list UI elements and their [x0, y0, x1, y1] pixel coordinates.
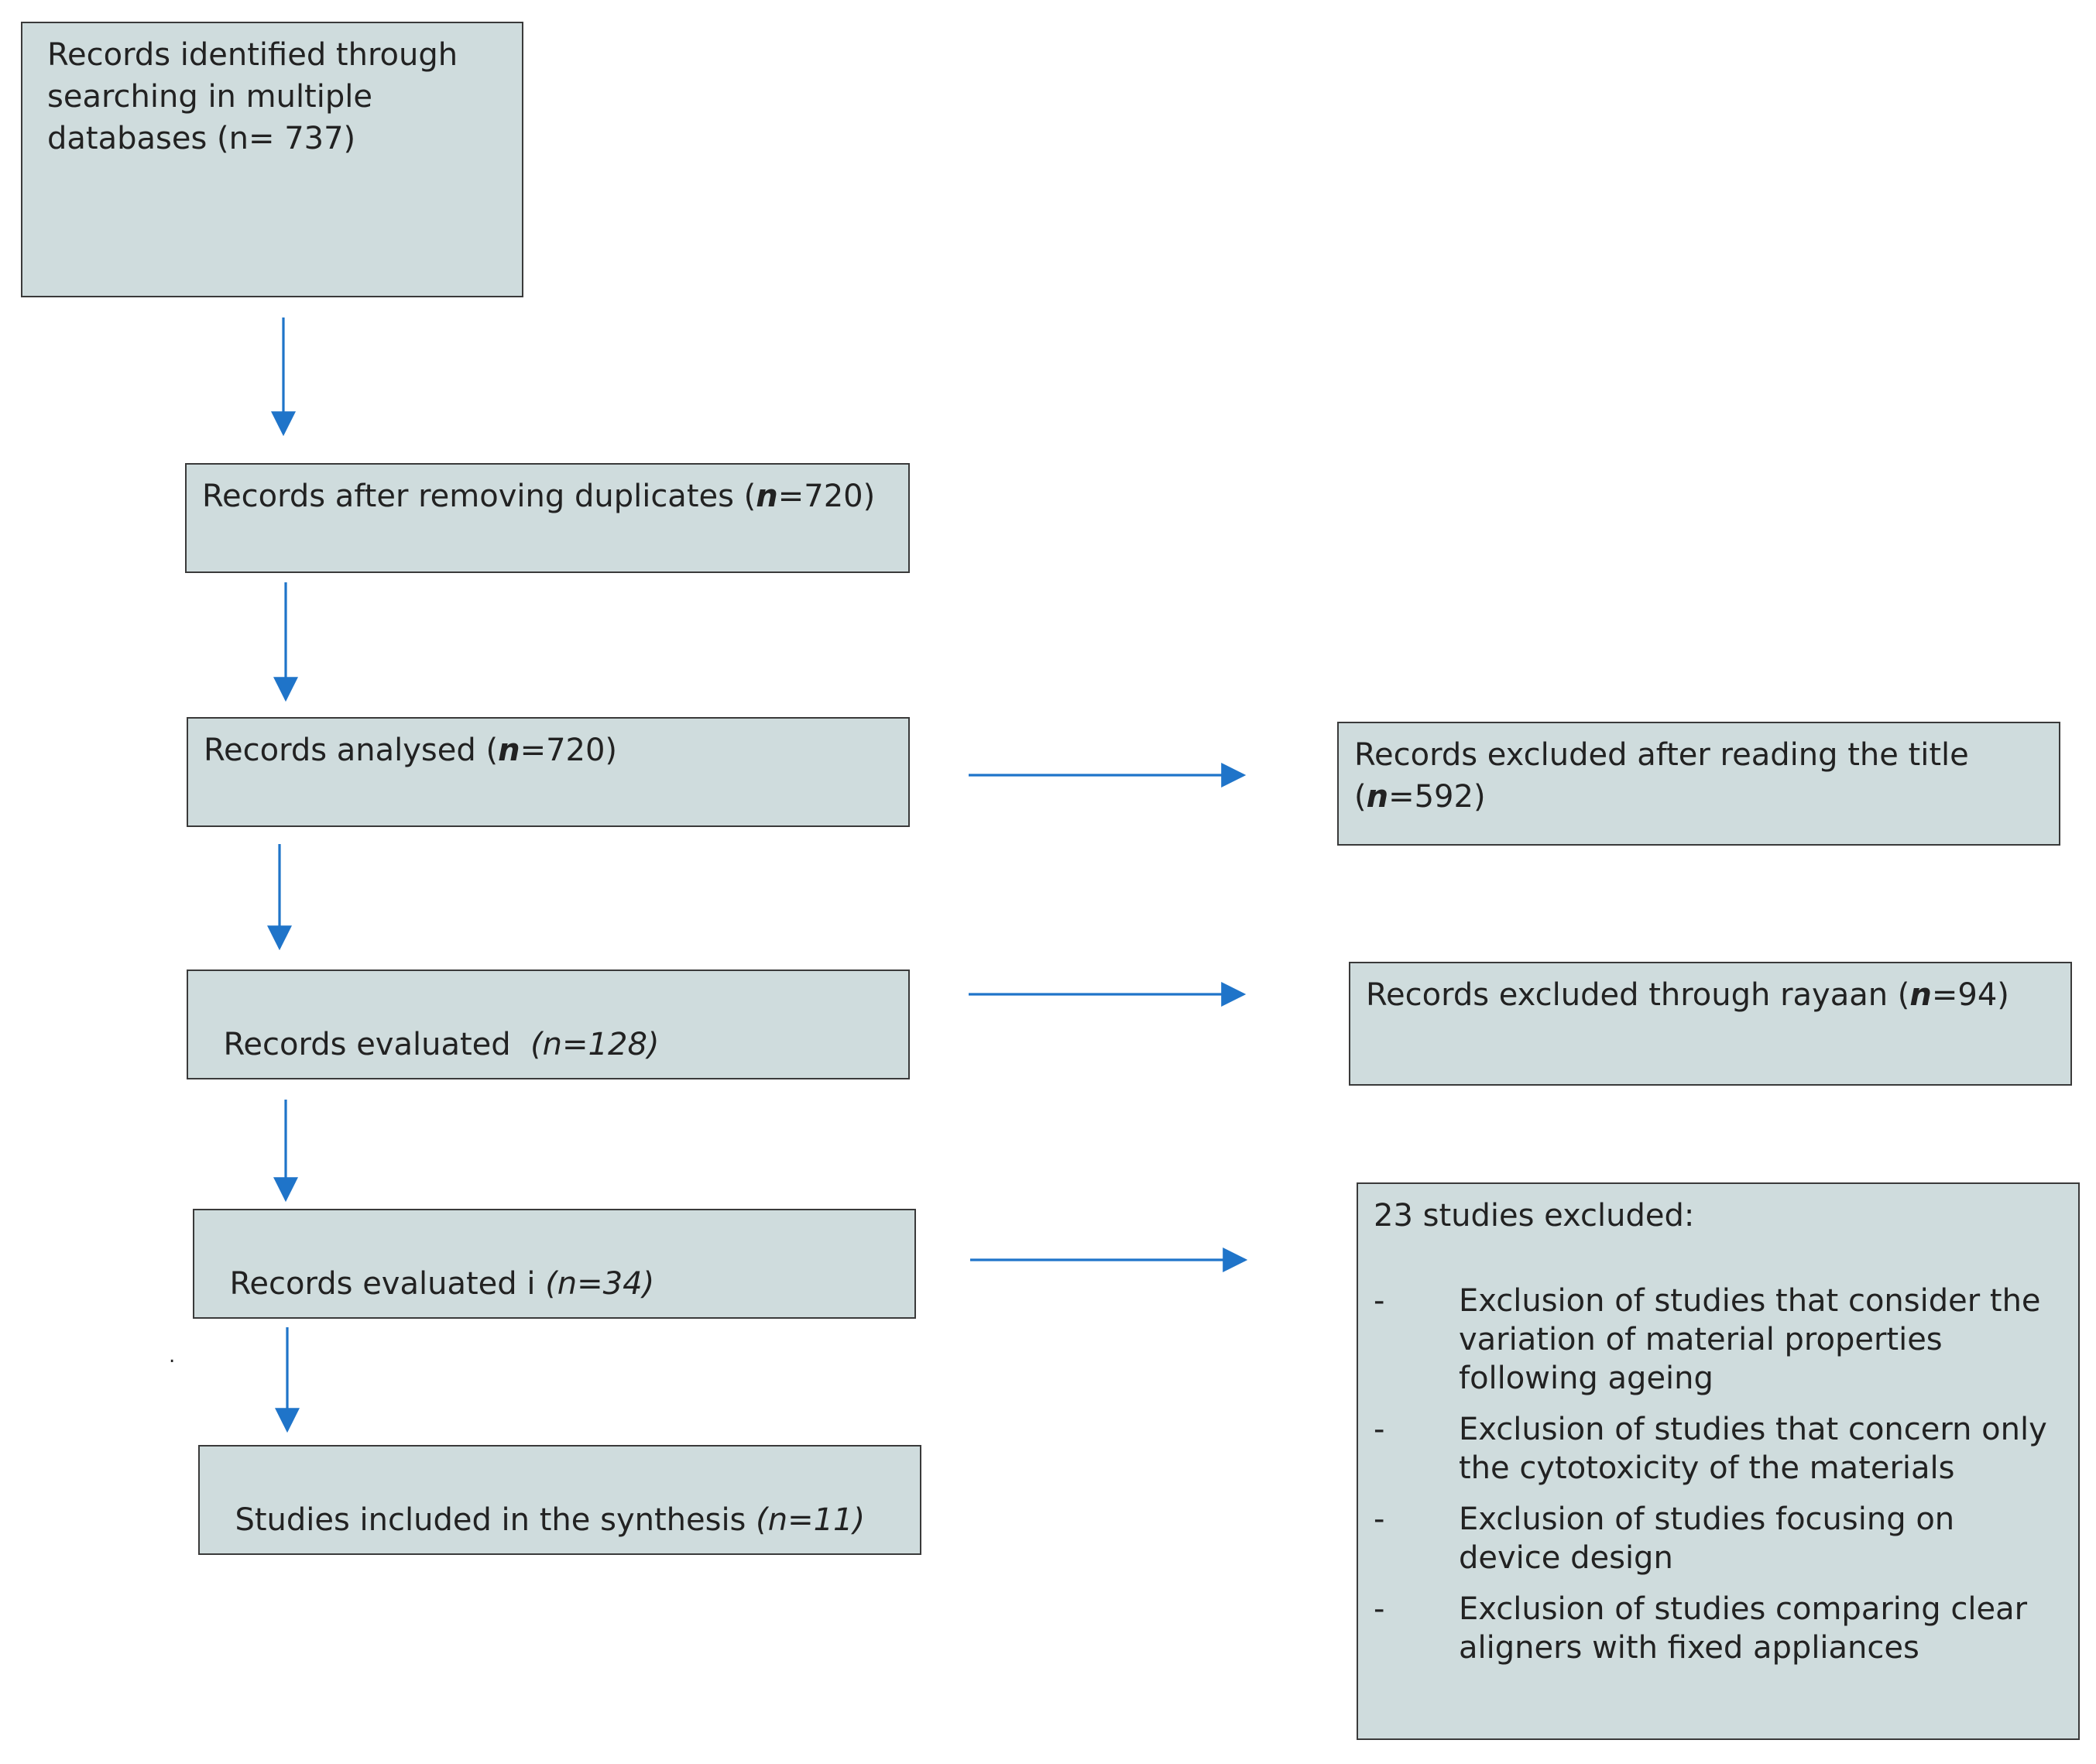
- records-evaluated-box: Records evaluated (n=128): [187, 970, 910, 1079]
- exclusion-criterion: - Exclusion of studies focusing on device…: [1374, 1500, 2063, 1577]
- exclusion-criterion-text: Exclusion of studies that consider the v…: [1459, 1283, 2041, 1396]
- exclusion-criteria-list: - Exclusion of studies that consider the …: [1374, 1282, 2063, 1667]
- excluded-rayaan-n-symbol: n: [1909, 977, 1932, 1013]
- exclusion-criterion: - Exclusion of studies that consider the …: [1374, 1282, 2063, 1398]
- included-count: (n=11): [756, 1502, 866, 1538]
- exclusion-criterion: - Exclusion of studies comparing clear al…: [1374, 1590, 2063, 1667]
- exclusion-criterion-text: Exclusion of studies focusing on device …: [1459, 1501, 1955, 1576]
- records-identified-text: Records identified through searching in …: [47, 37, 458, 156]
- exclusion-criterion: - Exclusion of studies that concern only …: [1374, 1410, 2063, 1488]
- studies-excluded-title: 23 studies excluded:: [1374, 1198, 1695, 1234]
- analysed-n-symbol: n: [498, 733, 520, 768]
- excluded-title-label: Records excluded after reading the title…: [1354, 737, 1969, 815]
- records-excluded-title-box: Records excluded after reading the title…: [1337, 722, 2060, 846]
- excluded-rayaan-label: Records excluded through rayaan (: [1366, 977, 1910, 1013]
- evaluated-i-count: (n=34): [545, 1266, 655, 1302]
- bullet-dash: -: [1374, 1591, 1385, 1627]
- deduplicated-count: =720): [777, 479, 876, 514]
- records-evaluated-i-box: Records evaluated i (n=34): [193, 1209, 916, 1319]
- analysed-count: =720): [520, 733, 618, 768]
- bullet-dash: -: [1374, 1283, 1385, 1319]
- included-label: Studies included in the synthesis: [235, 1502, 756, 1538]
- stray-dot-mark: .: [169, 1344, 176, 1368]
- records-identified-box: Records identified through searching in …: [21, 22, 523, 297]
- deduplicated-label: Records after removing duplicates (: [202, 479, 756, 514]
- evaluated-label: Records evaluated: [223, 1027, 531, 1062]
- bullet-dash: -: [1374, 1412, 1385, 1447]
- excluded-rayaan-count: =94): [1931, 977, 2009, 1013]
- evaluated-count: (n=128): [530, 1027, 660, 1062]
- analysed-label: Records analysed (: [204, 733, 499, 768]
- records-excluded-rayaan-box: Records excluded through rayaan (n=94): [1349, 962, 2072, 1086]
- exclusion-criterion-text: Exclusion of studies that concern only t…: [1459, 1412, 2047, 1486]
- bullet-dash: -: [1374, 1501, 1385, 1537]
- excluded-title-n-symbol: n: [1366, 779, 1389, 815]
- studies-excluded-box: 23 studies excluded: - Exclusion of studi…: [1357, 1182, 2080, 1740]
- exclusion-criterion-text: Exclusion of studies comparing clear ali…: [1459, 1591, 2028, 1666]
- studies-included-box: Studies included in the synthesis (n=11): [198, 1445, 921, 1555]
- deduplicated-n-symbol: n: [756, 479, 778, 514]
- records-deduplicated-box: Records after removing duplicates (n=720…: [185, 463, 910, 573]
- evaluated-i-label: Records evaluated i: [229, 1266, 546, 1302]
- excluded-title-count: =592): [1388, 779, 1486, 815]
- records-analysed-box: Records analysed (n=720): [187, 717, 910, 827]
